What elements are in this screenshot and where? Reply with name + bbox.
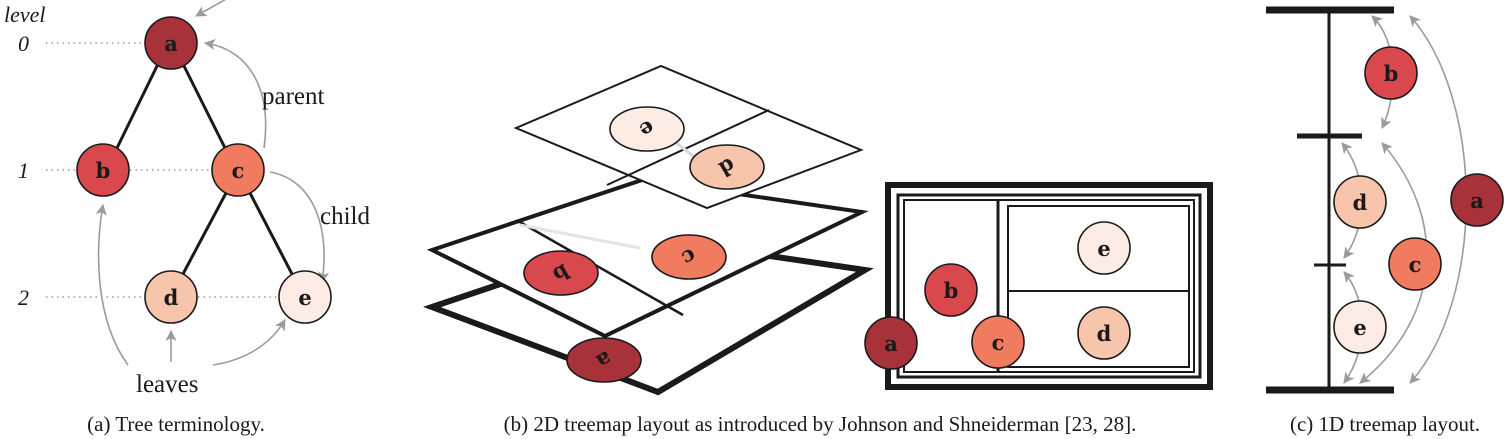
child-arrow	[269, 171, 330, 284]
treemap-flat-node-b: b	[924, 263, 978, 317]
svg-text:c: c	[232, 158, 245, 183]
child-label: child	[320, 203, 370, 230]
projection-shadow-2	[519, 223, 641, 250]
edge-a-c	[181, 63, 227, 149]
leaves-arrow-b	[95, 203, 129, 366]
caption-b: (b) 2D treemap layout as introduced by J…	[504, 412, 1137, 436]
tree-node-e: e	[278, 270, 332, 324]
svg-text:a: a	[884, 331, 898, 356]
svg-text:b: b	[944, 278, 959, 303]
treemap-3d-node-b: b	[523, 250, 599, 296]
treemap-3d-node-d: d	[689, 144, 765, 190]
treemap-flat-node-c-region	[1007, 205, 1190, 368]
svg-text:b: b	[1384, 61, 1399, 86]
treemap-1d-node-c: c	[1388, 237, 1442, 291]
svg-text:e: e	[298, 285, 311, 310]
level-0-label: 0	[18, 31, 29, 56]
leaves-label: leaves	[136, 371, 198, 398]
edge-a-b	[115, 63, 160, 149]
treemap-layer-1	[426, 177, 869, 339]
svg-text:c: c	[1409, 252, 1422, 277]
parent-arrow	[203, 39, 267, 149]
leaves-arrow-e	[212, 319, 286, 366]
treemap-layer-2-divider	[606, 109, 770, 186]
level-header: level	[4, 2, 46, 27]
caption-c: (c) 1D treemap layout.	[1290, 412, 1480, 436]
svg-text:b: b	[96, 158, 111, 183]
treemap-flat-node-a: a	[864, 316, 918, 370]
level-2-label: 2	[18, 285, 29, 310]
treemap-1d-node-a: a	[1450, 173, 1504, 227]
panel-b-2d-treemap: e d b c a a b	[423, 64, 1213, 436]
svg-text:d: d	[164, 285, 179, 310]
svg-text:c: c	[992, 330, 1005, 355]
tree-node-a: a	[144, 16, 198, 70]
tree-node-d: d	[144, 270, 198, 324]
treemap-flat-node-c: c	[971, 315, 1025, 369]
edge-c-e	[248, 192, 294, 275]
svg-text:e: e	[1097, 236, 1110, 261]
incoming-root-arrow	[195, 0, 227, 17]
treemap-1d-node-d: d	[1333, 175, 1387, 229]
panel-c-1d-treemap: b d c e a (c) 1D treemap layout.	[1266, 6, 1504, 436]
treemap-3d-node-a: a	[566, 337, 642, 383]
treemap-flat-inner	[903, 199, 1195, 373]
svg-text:d: d	[1353, 190, 1368, 215]
svg-text:d: d	[1097, 321, 1112, 346]
treemap-layer-1-divider	[517, 219, 684, 317]
svg-text:a: a	[164, 31, 178, 56]
tree-node-b: b	[76, 143, 130, 197]
treemap-1d-node-e: e	[1333, 300, 1387, 354]
parent-label: parent	[262, 83, 325, 110]
treemap-3d-node-e: e	[609, 106, 685, 152]
treemap-flat-level-1	[896, 193, 1202, 379]
treemap-flat-node-e: e	[1077, 221, 1131, 275]
caption-a: (a) Tree terminology.	[87, 412, 265, 436]
panel-a-tree-terminology: level 0 1 2 parent child leaves a b	[4, 0, 370, 436]
treemap-layer-2	[513, 64, 864, 210]
treemap-flat-node-d: d	[1077, 306, 1131, 360]
treemap-3d-node-c: c	[651, 234, 727, 280]
tree-node-c: c	[211, 143, 265, 197]
svg-text:a: a	[1470, 188, 1484, 213]
treemap-1d-node-b: b	[1364, 46, 1418, 100]
level-1-label: 1	[18, 158, 29, 183]
edge-c-d	[181, 192, 228, 275]
svg-text:e: e	[1353, 315, 1366, 340]
